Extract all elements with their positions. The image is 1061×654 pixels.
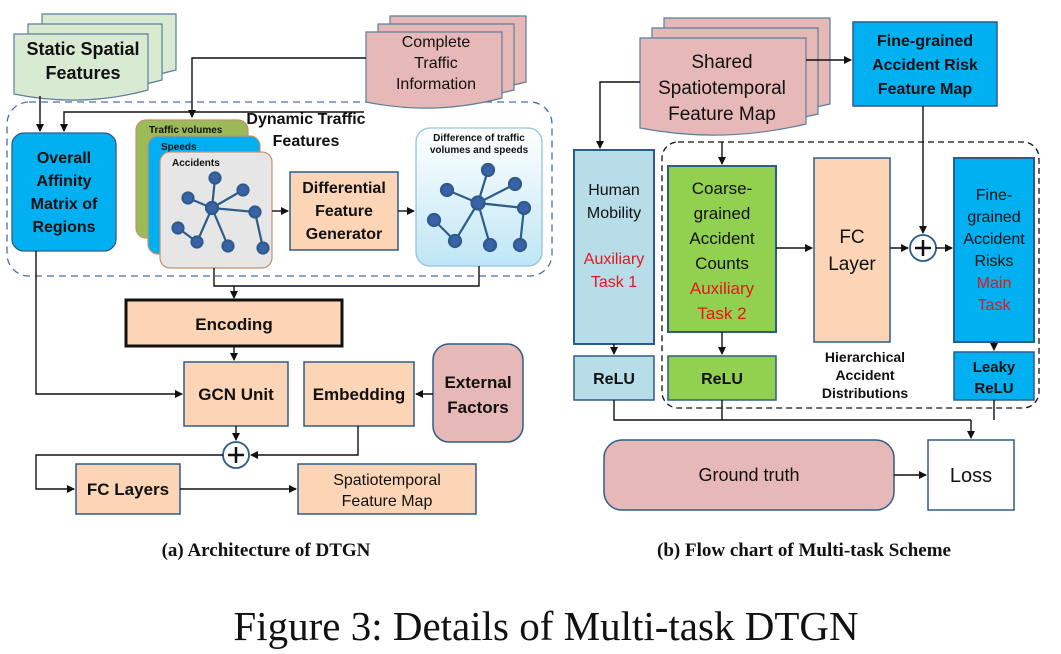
dynamic-region <box>6 101 553 277</box>
overall-affinity-label: Overall <box>37 150 91 167</box>
shared-map-label-3: Feature Map <box>668 104 776 125</box>
leaky-relu-label-2: ReLU <box>974 380 1013 397</box>
fc-layer-label-2: Layer <box>828 254 876 275</box>
fc-layer-label: FC <box>839 227 864 248</box>
coarse-grained-label-4: Counts <box>695 254 749 273</box>
panel-a-connectors <box>35 57 480 493</box>
accidents-graph <box>171 171 270 255</box>
external-factors-box <box>432 343 524 443</box>
loss-box <box>927 439 1015 511</box>
main-task-label: Main <box>977 275 1012 292</box>
difference-label-2: volumes and speeds <box>430 145 529 156</box>
card-speeds-label: Speeds <box>161 142 197 153</box>
aux-task-1-label: Auxiliary <box>584 251 644 268</box>
fine-grained-risks-label: Fine- <box>976 187 1012 204</box>
differential-label: Differential <box>302 180 386 197</box>
static-spatial-label: Static Spatial <box>26 39 139 59</box>
hierarchical-label: Hierarchical <box>825 349 905 365</box>
card-traffic-volumes-label: Traffic volumes <box>149 125 223 136</box>
fine-grained-map-box <box>852 21 998 107</box>
difference-graph <box>426 162 532 253</box>
overall-affinity-label-3: Matrix of <box>31 196 98 213</box>
fine-grained-map-label-2: Accident Risk <box>872 57 978 74</box>
fine-grained-map-label-3: Feature Map <box>878 81 972 98</box>
figure-caption: Figure 3: Details of Multi-task DTGN <box>233 603 858 649</box>
external-factors-label-2: Factors <box>447 398 508 417</box>
coarse-grained-box <box>667 165 777 333</box>
differential-label-2: Feature <box>315 203 373 220</box>
overall-affinity-label-4: Regions <box>32 219 95 236</box>
card-accidents-label: Accidents <box>172 158 220 169</box>
human-mobility-label-2: Mobility <box>587 205 641 222</box>
differential-box <box>289 171 399 251</box>
hierarchical-label-3: Distributions <box>822 385 909 401</box>
aux-task-2-label-2: Task 2 <box>697 304 746 323</box>
complete-traffic-label: Complete <box>402 34 471 51</box>
relu-1-label: ReLU <box>593 371 635 388</box>
fine-grained-risks-label-4: Risks <box>974 253 1013 270</box>
human-mobility-box <box>573 149 655 345</box>
external-factors-label: External <box>444 373 511 392</box>
plus-node-b <box>909 234 937 262</box>
fine-grained-risks-label-3: Accident <box>963 231 1025 248</box>
loss-label: Loss <box>950 465 992 487</box>
differential-label-3: Generator <box>306 226 382 243</box>
static-spatial-doc: Static Spatial Features <box>13 13 177 101</box>
overall-affinity-box <box>11 132 117 252</box>
ground-truth-label: Ground truth <box>698 465 799 485</box>
aux-task-2-label: Auxiliary <box>690 279 755 298</box>
static-spatial-label-2: Features <box>45 63 120 83</box>
hierarchical-label-2: Accident <box>835 367 894 383</box>
gcn-unit-box <box>183 361 289 427</box>
complete-traffic-doc: Complete Traffic Information <box>365 15 527 109</box>
caption-b: (b) Flow chart of Multi-task Scheme <box>657 540 951 561</box>
human-mobility-label: Human <box>588 182 640 199</box>
panel-b-connectors <box>596 56 998 479</box>
fc-layers-label: FC Layers <box>87 480 169 499</box>
dynamic-traffic-label: Dynamic Traffic <box>246 111 365 128</box>
relu-2-box <box>667 355 777 401</box>
coarse-grained-label: Coarse- <box>692 179 752 198</box>
embedding-box <box>303 361 415 427</box>
relu-2-label: ReLU <box>701 371 743 388</box>
shared-map-label: Shared <box>691 52 752 73</box>
main-task-label-2: Task <box>978 297 1012 314</box>
encoding-label: Encoding <box>195 315 272 334</box>
fine-grained-map-label: Fine-grained <box>877 33 973 50</box>
aux-task-1-label-2: Task 1 <box>591 274 637 291</box>
st-feature-map-label-2: Feature Map <box>342 493 433 510</box>
complete-traffic-label-3: Information <box>396 76 476 93</box>
fine-grained-risks-box <box>953 157 1035 343</box>
difference-label: Difference of traffic <box>433 133 525 144</box>
coarse-grained-label-3: Accident <box>689 229 754 248</box>
st-feature-map-box <box>297 463 477 515</box>
caption-a: (a) Architecture of DTGN <box>162 540 371 561</box>
fine-grained-risks-label-2: grained <box>967 209 1020 226</box>
complete-traffic-label-2: Traffic <box>414 55 458 72</box>
fc-layer-box <box>813 157 891 343</box>
plus-node-a <box>222 441 250 469</box>
shared-map-doc: Shared Spatiotemporal Feature Map <box>639 17 831 136</box>
overall-affinity-label-2: Affinity <box>36 173 91 190</box>
embedding-label: Embedding <box>313 385 406 404</box>
encoding-box <box>124 298 344 348</box>
shared-map-label-2: Spatiotemporal <box>658 78 786 99</box>
gcn-unit-label: GCN Unit <box>198 385 274 404</box>
leaky-relu-label: Leaky <box>973 359 1016 376</box>
coarse-grained-label-2: grained <box>694 204 751 223</box>
dynamic-traffic-label-2: Features <box>273 133 340 150</box>
hierarchical-region <box>661 141 1040 409</box>
st-feature-map-label: Spatiotemporal <box>333 472 441 489</box>
